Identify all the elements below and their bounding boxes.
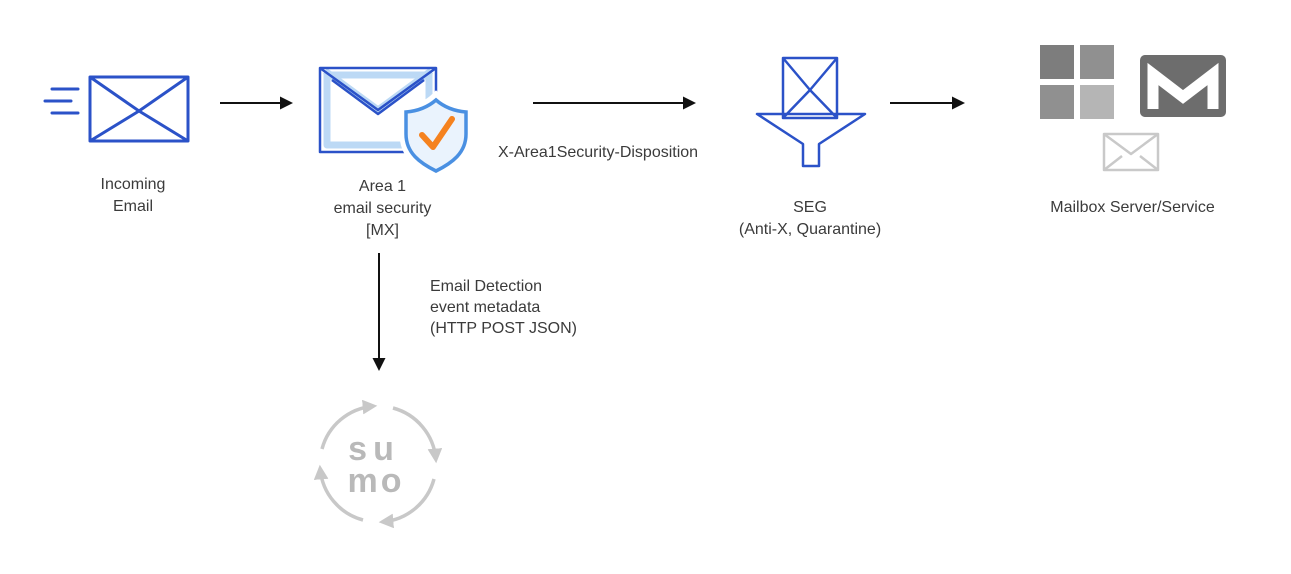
- seg-label-line1: SEG: [793, 199, 827, 216]
- metadata-edge-label-line1: Email Detection: [430, 278, 543, 295]
- area1-label-line1: Area 1: [358, 178, 407, 195]
- arrow-incoming-to-area1: [220, 96, 293, 110]
- incoming-email-label-line1: Incoming: [100, 176, 166, 193]
- small-envelope-icon: [1102, 132, 1160, 172]
- arrow-area1-to-sumo: [372, 253, 386, 371]
- gmail-icon: [1140, 55, 1226, 117]
- incoming-email-label: Incoming Email: [58, 174, 208, 218]
- arrow-seg-to-mailbox: [890, 96, 965, 110]
- sumo-logo-text-top: su: [348, 430, 400, 468]
- seg-filter-icon: [755, 56, 867, 168]
- arrow-area1-to-seg: [533, 96, 696, 110]
- microsoft-logo-icon: [1040, 45, 1114, 119]
- area1-label-line3: [MX]: [366, 222, 399, 239]
- sumo-logic-logo: su mo: [313, 399, 443, 529]
- metadata-edge-label-line2: event metadata: [430, 299, 541, 316]
- seg-label-line2: (Anti-X, Quarantine): [738, 221, 882, 238]
- seg-label: SEG (Anti-X, Quarantine): [715, 197, 905, 241]
- disposition-edge-label: X-Area1Security-Disposition: [498, 144, 699, 161]
- incoming-email-icon: [43, 75, 190, 143]
- metadata-edge-label-line3: (HTTP POST JSON): [430, 320, 577, 337]
- sumo-logo-text-bottom: mo: [348, 462, 405, 500]
- area1-label: Area 1 email security [MX]: [300, 176, 465, 242]
- area1-email-security-icon: [318, 66, 473, 176]
- area1-label-line2: email security: [333, 200, 432, 217]
- incoming-email-label-line2: Email: [112, 198, 153, 215]
- metadata-edge-label: Email Detection event metadata (HTTP POS…: [430, 276, 650, 339]
- mailbox-label: Mailbox Server/Service: [1050, 199, 1215, 216]
